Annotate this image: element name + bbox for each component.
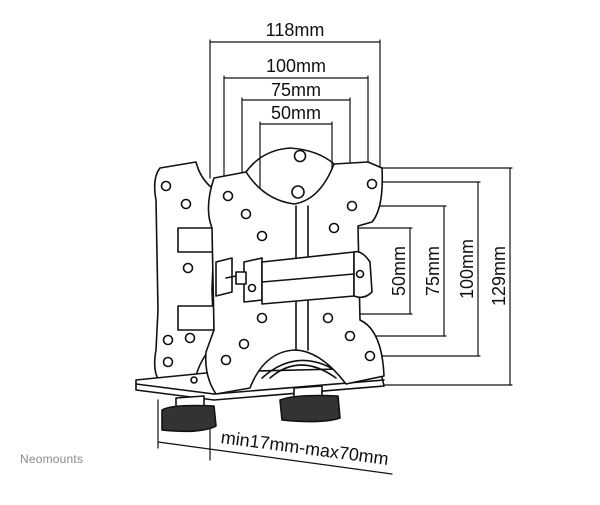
label-height-129: 129mm	[489, 246, 509, 306]
label-clamp-range: min17mm-max70mm	[220, 427, 390, 469]
label-height-50: 50mm	[389, 246, 409, 296]
label-height-100: 100mm	[457, 239, 477, 299]
label-width-50: 50mm	[271, 103, 321, 123]
width-dimension-lines	[209, 39, 381, 231]
clamp-bracket	[215, 250, 373, 305]
label-width-118: 118mm	[266, 20, 325, 40]
height-dimension-lines	[335, 167, 513, 386]
right-foot	[279, 385, 341, 423]
left-foot	[161, 395, 217, 433]
label-width-75: 75mm	[271, 80, 321, 100]
label-width-100: 100mm	[266, 56, 326, 76]
back-vesa-plate	[153, 161, 219, 383]
label-height-75: 75mm	[423, 246, 443, 296]
brand-logo-text: Neomounts	[20, 452, 84, 466]
